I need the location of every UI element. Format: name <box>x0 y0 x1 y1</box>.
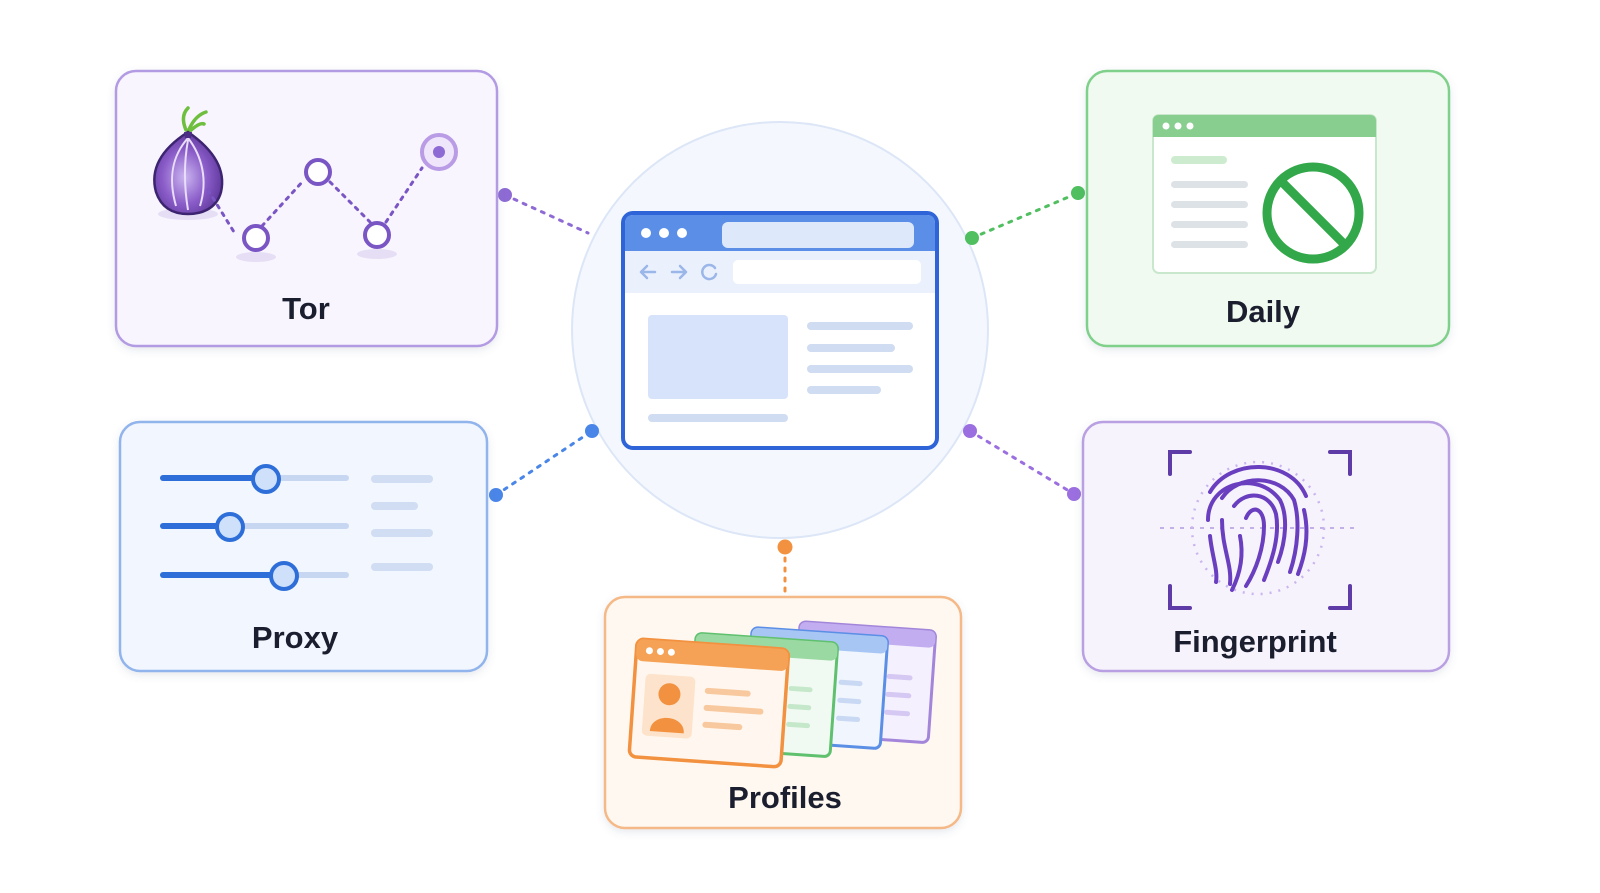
connector-daily <box>970 191 1080 240</box>
connectors <box>489 186 1085 594</box>
card-daily[interactable]: Daily <box>1085 69 1451 348</box>
stacked-profiles-icon <box>627 620 937 769</box>
connector-dot-fingerprint-card <box>1067 487 1081 501</box>
profiles-label: Profiles <box>728 780 842 815</box>
center-hub <box>571 121 989 539</box>
connector-dot-daily-card <box>1071 186 1085 200</box>
connector-dot-proxy-hub <box>585 424 599 438</box>
tor-label: Tor <box>282 291 330 326</box>
fingerprint-icon <box>1160 450 1360 610</box>
connector-dot-proxy-card <box>489 488 503 502</box>
onion-route-icon <box>153 106 458 262</box>
card-fingerprint[interactable]: Fingerprint <box>1081 420 1451 673</box>
card-profiles[interactable]: Profiles <box>603 595 963 830</box>
browser-window-icon <box>621 211 939 450</box>
proxy-label: Proxy <box>252 620 339 655</box>
blocked-browser-icon <box>1152 114 1377 274</box>
connector-dot-daily-hub <box>965 231 979 245</box>
daily-label: Daily <box>1226 294 1301 329</box>
connector-proxy <box>494 429 594 497</box>
connector-dot-fingerprint-hub <box>963 424 977 438</box>
connector-tor <box>503 193 590 235</box>
connector-dot-profiles <box>777 539 793 555</box>
connector-dot-tor <box>498 188 512 202</box>
card-tor[interactable]: Tor <box>114 69 499 348</box>
connector-fingerprint <box>968 429 1076 496</box>
sliders-icon <box>160 464 433 591</box>
card-proxy[interactable]: Proxy <box>118 420 489 673</box>
fingerprint-label: Fingerprint <box>1173 624 1337 659</box>
